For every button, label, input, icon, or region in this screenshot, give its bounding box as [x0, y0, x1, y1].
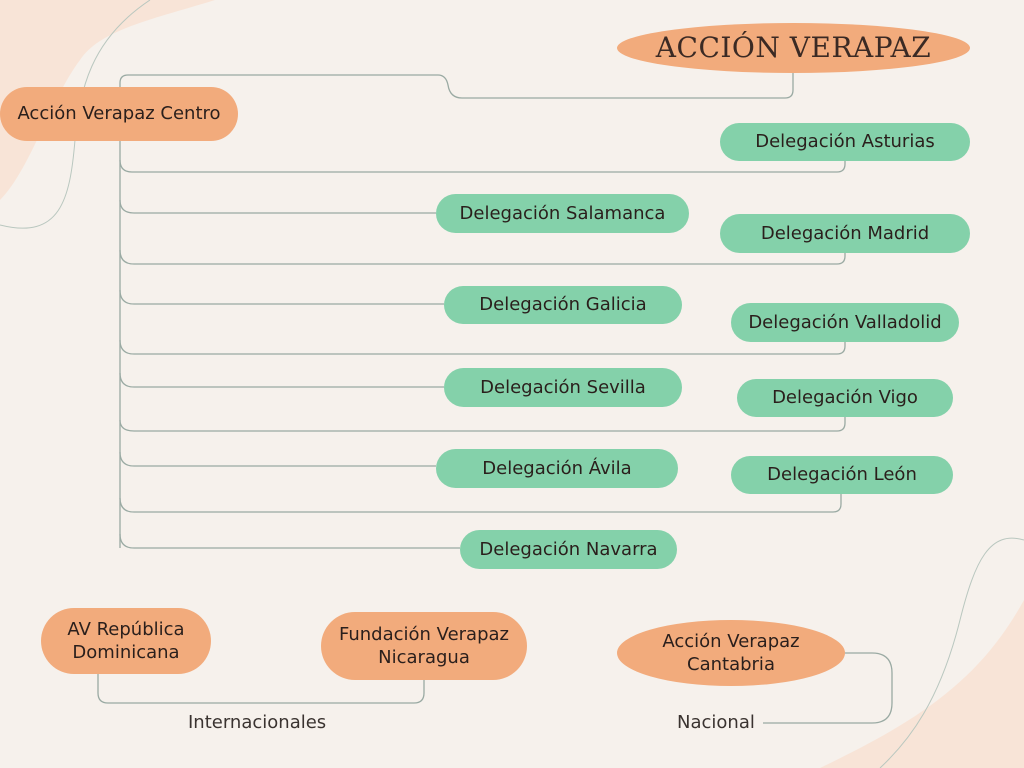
delegation-madrid: Delegación Madrid [720, 214, 970, 253]
delegation-vigo: Delegación Vigo [737, 379, 953, 417]
main-title-node: ACCIÓN VERAPAZ [617, 23, 970, 73]
cantabria-node: Acción Verapaz Cantabria [617, 620, 845, 686]
delegation-navarra: Delegación Navarra [460, 530, 677, 569]
nicaragua-node: Fundación Verapaz Nicaragua [321, 612, 527, 680]
dominicana-node: AV República Dominicana [41, 608, 211, 674]
delegation-asturias: Delegación Asturias [720, 123, 970, 161]
delegation-valladolid: Delegación Valladolid [731, 303, 959, 342]
delegation-galicia: Delegación Galicia [444, 286, 682, 324]
international-label: Internacionales [188, 712, 327, 733]
delegation-avila: Delegación Ávila [436, 449, 678, 488]
center-node: Acción Verapaz Centro [0, 87, 238, 141]
delegation-leon: Delegación León [731, 456, 953, 494]
delegation-salamanca: Delegación Salamanca [436, 194, 689, 233]
delegation-sevilla: Delegación Sevilla [444, 368, 682, 407]
national-label: Nacional [677, 712, 755, 733]
